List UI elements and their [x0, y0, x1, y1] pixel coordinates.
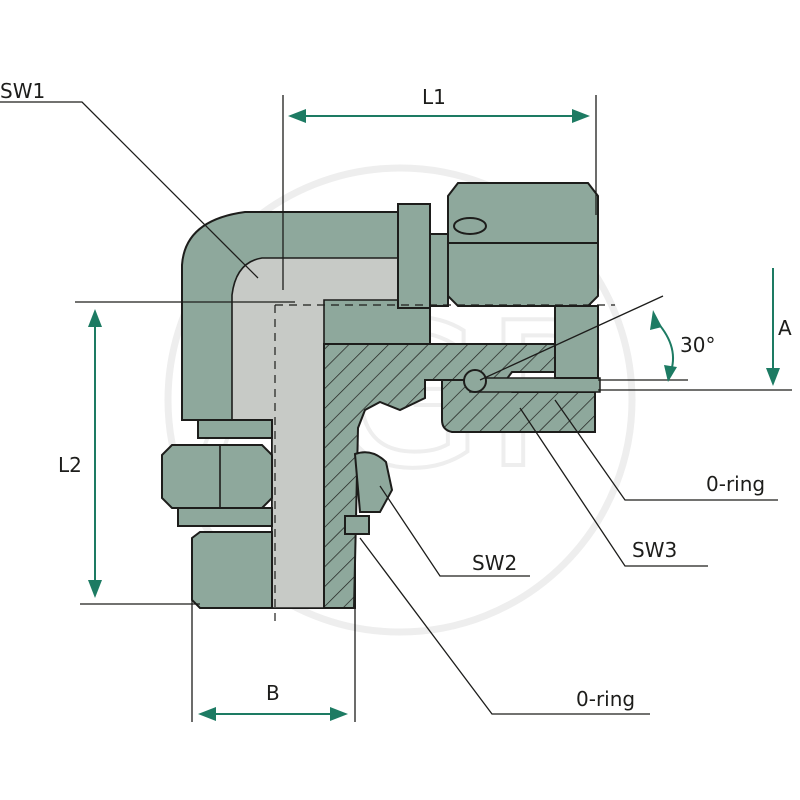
o-ring-bottom: [353, 451, 394, 513]
collar-ring: [397, 203, 431, 309]
labels: SW1 L1 L2 A 30° 0-ring SW3 SW2 B 0-ring: [0, 79, 792, 711]
label-oring-right: 0-ring: [706, 472, 765, 496]
swivel-nut: [397, 182, 599, 393]
label-b: B: [266, 681, 280, 705]
cone-seat: [469, 377, 601, 393]
angle-arrow-top: [650, 310, 662, 330]
label-l2: L2: [58, 453, 82, 477]
sw3-leader: [519, 407, 708, 567]
label-sw3: SW3: [632, 538, 677, 562]
seal-step: [344, 515, 370, 535]
b-arrow-right: [330, 707, 348, 721]
nut-lower: [554, 305, 599, 379]
a-arrow: [766, 368, 780, 386]
label-sw1: SW1: [0, 79, 45, 103]
sw2-leader: [379, 485, 530, 577]
l2-arrow-bottom: [88, 580, 102, 598]
o-ring-right-section: [463, 369, 487, 393]
dimension-arrows: [88, 109, 780, 721]
l2-arrow-top: [88, 309, 102, 327]
angle-leg: [479, 295, 664, 381]
b-arrow-left: [198, 707, 216, 721]
hex-neck: [197, 419, 273, 439]
label-l1: L1: [422, 85, 446, 109]
leader-lines: [0, 95, 792, 722]
locknut-hex: [161, 444, 273, 509]
l1-arrow-left: [288, 109, 306, 123]
label-a: A: [778, 316, 792, 340]
sw1-leader: [0, 101, 259, 279]
label-angle: 30°: [680, 333, 715, 357]
angle-arrow-bottom: [664, 365, 677, 382]
centerlines: [274, 304, 615, 625]
stud-thread: [191, 531, 273, 609]
label-oring-bottom: 0-ring: [576, 687, 635, 711]
nut-hole: [453, 217, 487, 235]
bottom-hex-thread: [161, 419, 394, 609]
nut-hex: [447, 182, 599, 307]
label-sw2: SW2: [472, 551, 517, 575]
oring-bottom-leader: [359, 537, 650, 715]
l1-arrow-right: [572, 109, 590, 123]
collar-step: [429, 233, 449, 307]
washer: [177, 507, 273, 527]
oring-right-leader: [554, 399, 778, 501]
watermark-ring: [164, 164, 636, 636]
